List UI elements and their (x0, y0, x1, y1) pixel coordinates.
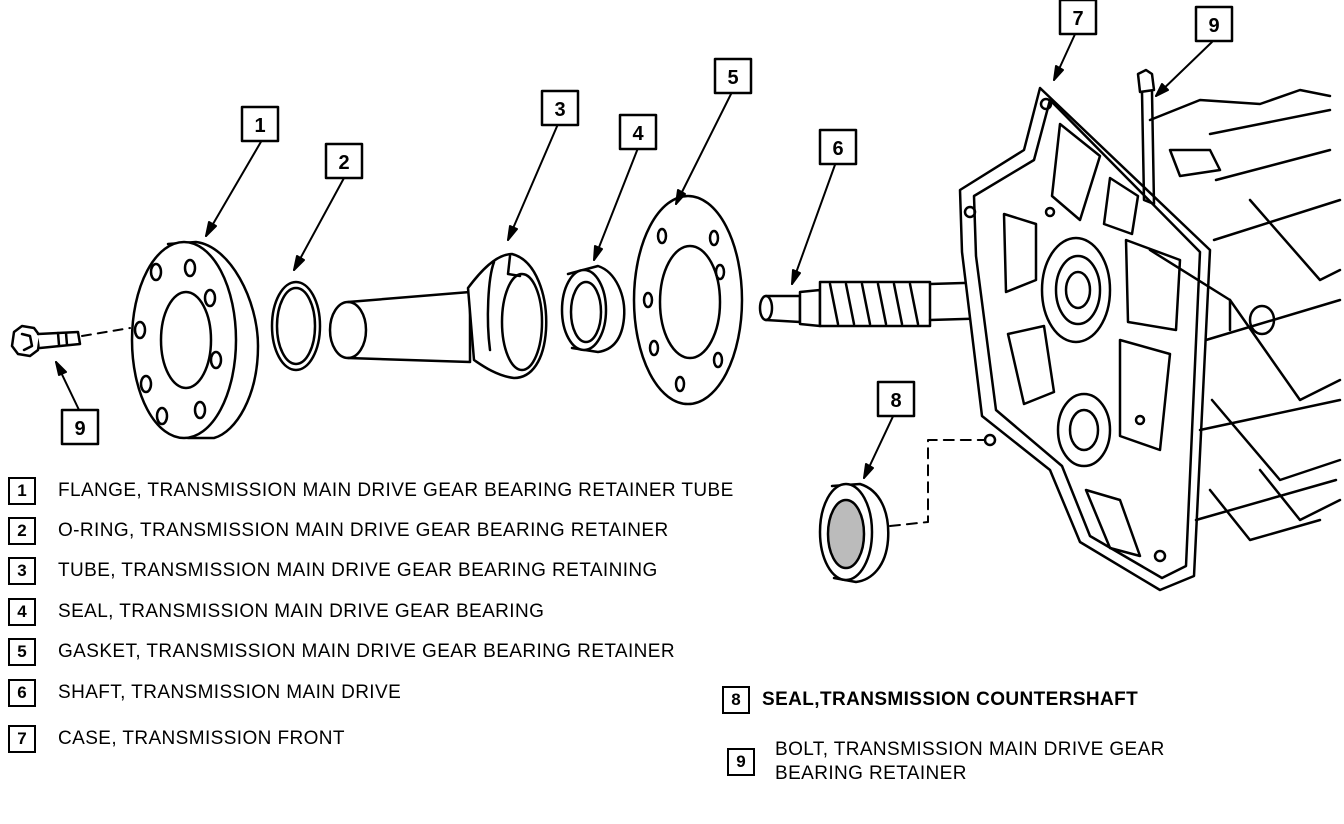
top-bolt-part (1136, 68, 1156, 206)
callout-8: 8 (890, 390, 901, 412)
callout-9-top: 9 (1208, 15, 1219, 37)
countershaft-seal-part (818, 439, 985, 584)
callout-boxes (60, 0, 1234, 446)
bolt-part (10, 324, 131, 358)
callout-7: 7 (1072, 8, 1083, 30)
callout-4: 4 (632, 123, 644, 145)
retainer-tube-part (328, 252, 548, 380)
callout-5: 5 (727, 67, 738, 89)
flange-part (130, 240, 260, 440)
gasket-part (632, 194, 744, 406)
leader-lines (55, 31, 1213, 479)
main-drive-shaft-part (758, 278, 1062, 328)
transmission-case-part (958, 86, 1342, 592)
o-ring-part (270, 280, 322, 372)
callout-6: 6 (832, 138, 843, 160)
callout-3: 3 (554, 99, 565, 121)
seal-part (560, 264, 626, 354)
callout-1: 1 (254, 115, 265, 137)
callout-9-left: 9 (74, 418, 85, 440)
callout-labels: 1 2 3 4 5 6 7 8 9 9 (74, 8, 1219, 440)
callout-2: 2 (338, 152, 349, 174)
